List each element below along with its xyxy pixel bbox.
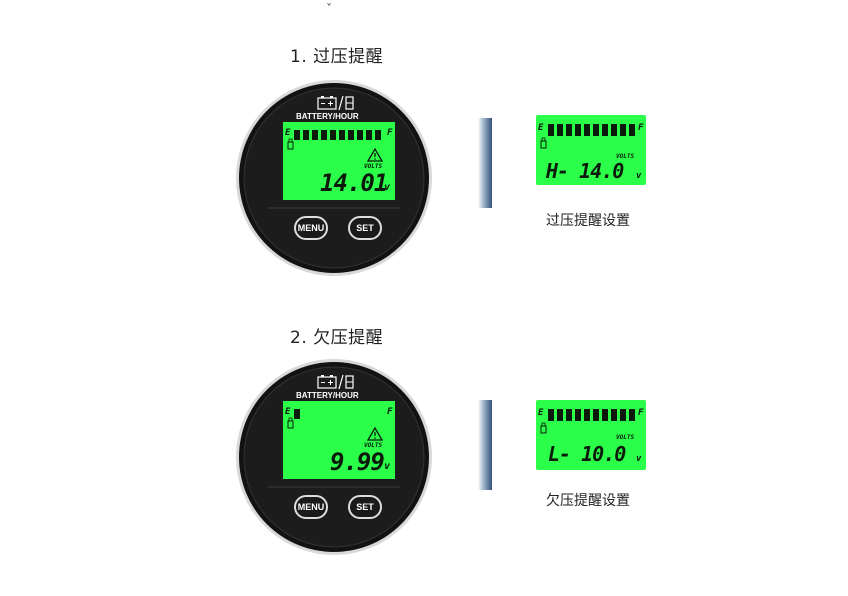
battery-segment	[303, 130, 309, 140]
zoom-reading: L- 10.0	[548, 442, 626, 466]
battery-segment	[566, 124, 572, 136]
zoom-e-label: E	[538, 123, 544, 133]
zoom-unit: v	[636, 454, 642, 464]
warning-icon	[366, 426, 384, 441]
battery-segment	[584, 124, 590, 136]
zoom-lcd-overvoltage: E F VOLTS H- 14.0 v	[536, 115, 646, 185]
section-title-overvoltage: 1. 过压提醒	[290, 47, 384, 67]
lcd-f-label: F	[387, 128, 393, 138]
set-button[interactable]: SET	[348, 495, 382, 519]
photo-edge	[478, 400, 492, 490]
battery-segment	[557, 409, 563, 421]
battery-segment	[584, 409, 590, 421]
lcd-reading: 9.99	[330, 448, 385, 476]
lcd-battery-icon	[287, 138, 294, 150]
zoom-f-label: F	[638, 408, 644, 418]
battery-segment	[548, 124, 554, 136]
caption-undervoltage-setting: 欠压提醒设置	[546, 493, 630, 509]
battery-segment	[294, 409, 300, 419]
battery-segment	[357, 130, 363, 140]
battery-segment	[620, 124, 626, 136]
zoom-unit: v	[636, 171, 642, 181]
gauge-brand-label: BATTERY/HOUR	[296, 112, 359, 121]
lcd-unit: v	[384, 182, 391, 193]
hourglass-icon	[345, 375, 354, 389]
set-button[interactable]: SET	[348, 216, 382, 240]
battery-segment	[312, 130, 318, 140]
battery-segment	[602, 409, 608, 421]
gauge-overvoltage: BATTERY/HOUR E F VOLTS 14.01 v MENU SET	[234, 78, 434, 278]
zoom-f-label: F	[638, 123, 644, 133]
battery-segment	[557, 124, 563, 136]
battery-segment	[593, 409, 599, 421]
zoom-reading: H- 14.0	[546, 159, 624, 183]
battery-segment	[629, 124, 635, 136]
battery-segment	[602, 124, 608, 136]
lcd-f-label: F	[387, 407, 393, 417]
lcd-unit: v	[384, 461, 391, 472]
battery-segment	[294, 130, 300, 140]
top-mark: ˇ	[326, 2, 332, 16]
menu-button[interactable]: MENU	[294, 495, 328, 519]
lcd-volts-label: VOLTS	[364, 442, 383, 449]
battery-segment	[611, 124, 617, 136]
battery-segment	[611, 409, 617, 421]
photo-edge	[478, 118, 492, 208]
menu-button[interactable]: MENU	[294, 216, 328, 240]
battery-segment	[566, 409, 572, 421]
battery-segment	[575, 409, 581, 421]
caption-overvoltage-setting: 过压提醒设置	[546, 213, 630, 229]
zoom-battery-icon	[540, 422, 547, 434]
battery-segment	[593, 124, 599, 136]
battery-segment	[339, 130, 345, 140]
lcd-e-label: E	[285, 407, 291, 417]
gauge-undervoltage: BATTERY/HOUR E F VOLTS 9.99 v MENU SET	[234, 357, 434, 557]
warning-icon	[366, 147, 384, 162]
battery-segment	[375, 130, 381, 140]
lcd-battery-icon	[287, 417, 294, 429]
battery-segment	[548, 409, 554, 421]
lcd-reading: 14.01	[320, 169, 388, 197]
section-title-undervoltage: 2. 欠压提醒	[290, 328, 384, 348]
lcd-volts-label: VOLTS	[364, 163, 383, 170]
zoom-volts-label: VOLTS	[616, 153, 635, 160]
zoom-e-label: E	[538, 408, 544, 418]
battery-segment	[366, 130, 372, 140]
hourglass-icon	[345, 96, 354, 110]
battery-icon	[317, 96, 337, 110]
zoom-battery-icon	[540, 137, 547, 149]
battery-segment	[575, 124, 581, 136]
lcd-e-label: E	[285, 128, 291, 138]
battery-segment	[620, 409, 626, 421]
battery-segment	[330, 130, 336, 140]
gauge-brand-label: BATTERY/HOUR	[296, 391, 359, 400]
battery-segment	[629, 409, 635, 421]
zoom-volts-label: VOLTS	[616, 434, 635, 441]
battery-icon	[317, 375, 337, 389]
zoom-lcd-undervoltage: E F VOLTS L- 10.0 v	[536, 400, 646, 470]
battery-segment	[348, 130, 354, 140]
battery-segment	[321, 130, 327, 140]
